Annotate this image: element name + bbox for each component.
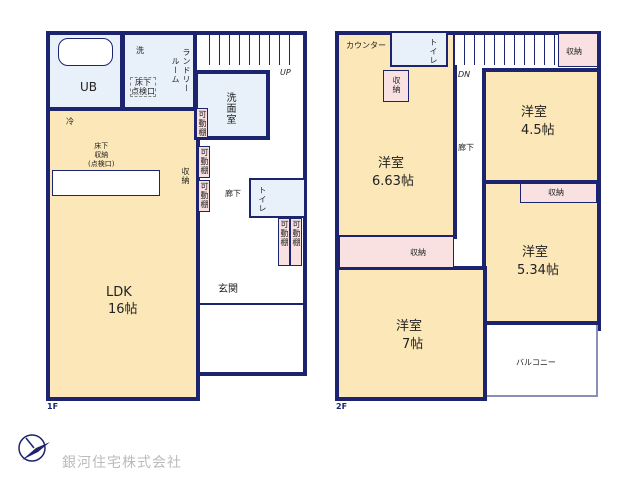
- room4-label: 洋室: [396, 319, 423, 334]
- up-label: UP: [280, 68, 291, 77]
- floor1-label: 1F: [47, 402, 59, 411]
- storage-2f-c: [520, 183, 597, 203]
- counter-label: カウンター: [346, 41, 386, 50]
- room-534: [482, 180, 601, 325]
- room2-label: 洋室: [521, 105, 548, 120]
- shelf-1: [196, 108, 208, 138]
- room-45: [482, 68, 601, 184]
- logo-mark: [16, 432, 52, 464]
- shelf-label: 可動棚: [292, 220, 301, 247]
- room-7: [335, 266, 487, 401]
- shelf-4: [278, 218, 290, 266]
- hall2-label: 廊下: [458, 143, 474, 152]
- room1-label: 洋室: [378, 156, 405, 171]
- shelf-5: [290, 218, 302, 266]
- balcony: [487, 325, 598, 397]
- shelf-label: 可動棚: [198, 110, 207, 137]
- storage-label: 収納: [392, 76, 401, 94]
- ub-label: UB: [80, 80, 98, 94]
- floor2-label: 2F: [336, 402, 348, 411]
- kitchen-counter: [52, 170, 160, 196]
- room1-size: 6.63帖: [372, 174, 414, 189]
- toilet2-label: トイレ: [429, 38, 438, 65]
- shelf-label: 可動棚: [200, 148, 209, 175]
- ldk-label: LDK: [106, 285, 132, 300]
- storage-2f-b: [558, 33, 598, 67]
- bird-logo-icon: [18, 434, 50, 462]
- toilet-2f: [390, 31, 448, 67]
- room4-size: 7帖: [402, 337, 424, 352]
- storage-2f-d: [339, 236, 454, 268]
- storage-label: 収納: [410, 248, 426, 257]
- toilet-label: トイレ: [258, 186, 267, 213]
- fridge-label: 冷: [66, 117, 74, 126]
- underfloor-storage-label: 床下 収納 (点検口): [88, 142, 115, 168]
- toilet-1f: [249, 178, 306, 218]
- dn-label: DN: [458, 70, 471, 79]
- stairs-1f[interactable]: [200, 35, 290, 65]
- shelf-label: 可動棚: [200, 182, 209, 209]
- storage-2f-a: [383, 70, 409, 102]
- storage-label: 収納: [566, 47, 582, 56]
- ldk-room: [46, 105, 200, 401]
- ldk-size: 16帖: [108, 302, 138, 317]
- storage-label: 収納: [181, 167, 190, 185]
- company-name: 銀河住宅株式会社: [62, 455, 182, 471]
- shelf-2: [198, 146, 210, 178]
- wash-machine-label: 洗: [136, 46, 144, 55]
- storage-label: 収納: [548, 188, 564, 197]
- stairs-2f[interactable]: [455, 35, 555, 65]
- balcony-label: バルコニー: [516, 358, 556, 367]
- shelf-3: [198, 180, 210, 212]
- washroom-label: 洗面室: [224, 92, 235, 125]
- shelf-label: 可動棚: [280, 220, 289, 247]
- entrance-label: 玄関: [218, 284, 238, 295]
- room3-size: 5.34帖: [517, 263, 559, 278]
- room3-label: 洋室: [522, 245, 549, 260]
- inspect-label: 床下 点検口: [130, 77, 156, 97]
- hall-label: 廊下: [225, 189, 241, 198]
- room2-size: 4.5帖: [521, 123, 555, 138]
- laundry-label: ランドリー ルーム: [171, 48, 191, 93]
